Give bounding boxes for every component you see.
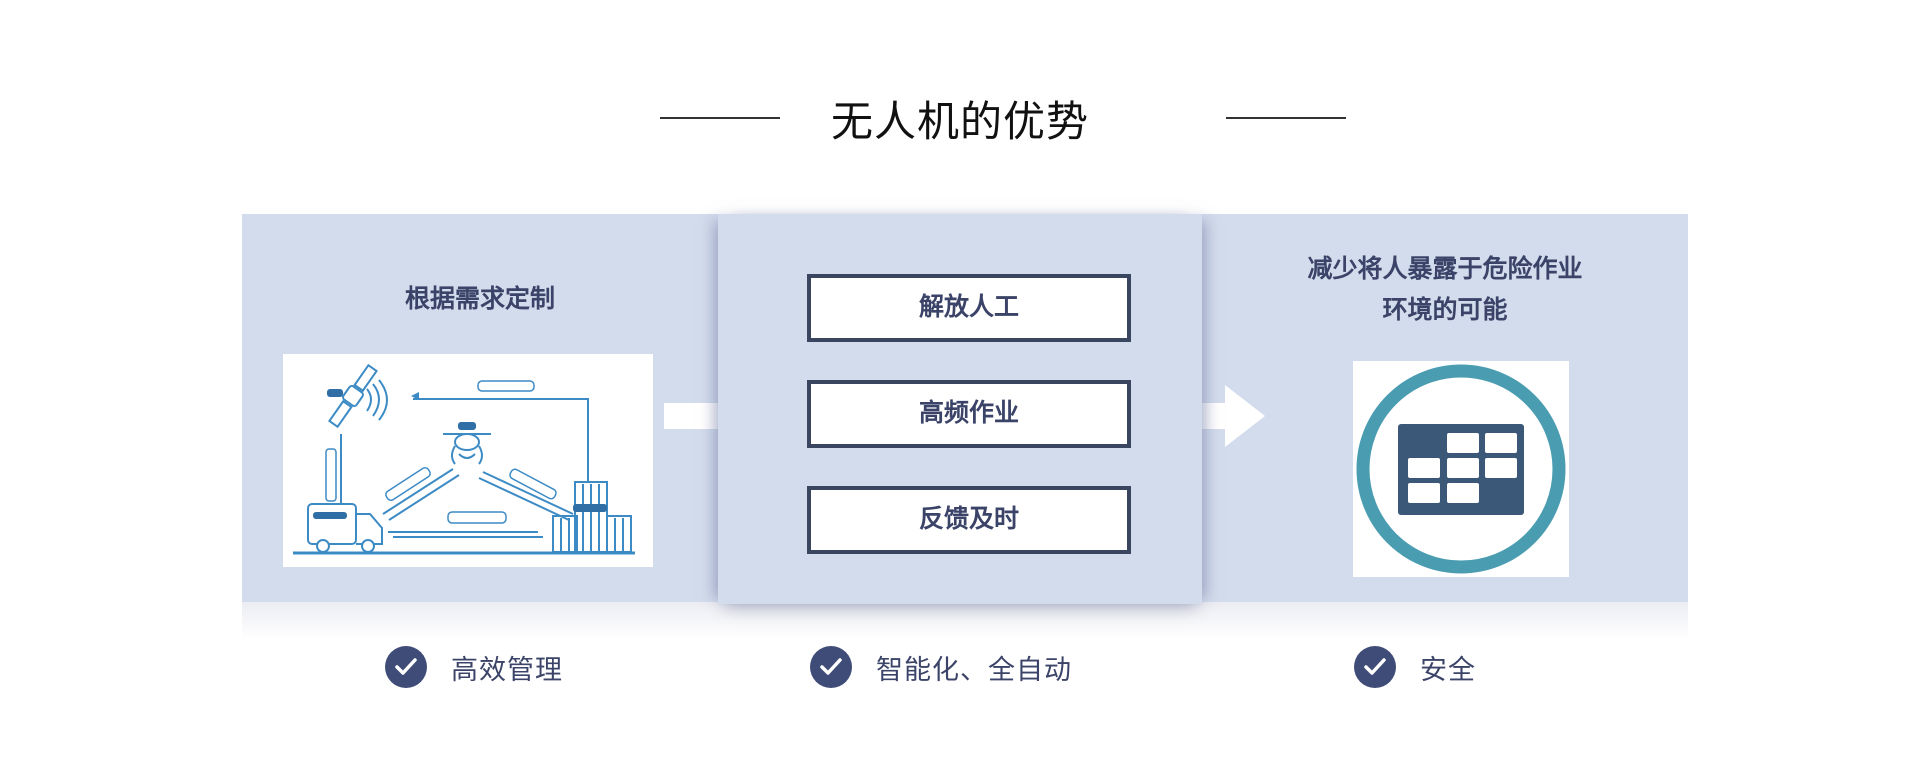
feature-item: 高效管理 (385, 644, 563, 690)
benefit-box: 解放人工 (807, 274, 1131, 342)
feature-item: 安全 (1354, 644, 1476, 690)
buildings-icon (552, 481, 632, 553)
left-column-title: 根据需求定制 (404, 284, 555, 313)
section-header: 无人机的优势 (0, 80, 1920, 150)
satellite-icon (328, 363, 378, 429)
page-title: 无人机的优势 (830, 97, 1089, 146)
check-circle-icon (385, 646, 427, 688)
title-divider-left (660, 117, 780, 119)
check-circle-icon (1354, 646, 1396, 688)
arrow-right-icon (1153, 385, 1265, 447)
band-shadow (242, 602, 1688, 640)
safety-grid-icon (1353, 361, 1569, 577)
feature-item: 智能化、全自动 (810, 644, 1072, 690)
right-title-line2: 环境的可能 (1382, 295, 1508, 324)
drone-icon (443, 422, 491, 465)
feature-label: 高效管理 (451, 654, 563, 686)
uav-network-diagram (283, 354, 653, 567)
right-title-line1: 减少将人暴露于危险作业 (1307, 254, 1583, 283)
check-circle-icon (810, 646, 852, 688)
van-icon (307, 503, 383, 553)
benefit-box: 高频作业 (807, 380, 1131, 448)
benefit-box: 反馈及时 (807, 486, 1131, 554)
title-divider-right (1226, 117, 1346, 119)
feature-label: 安全 (1420, 654, 1476, 686)
feature-label: 智能化、全自动 (876, 654, 1072, 686)
right-column-title: 减少将人暴露于危险作业 环境的可能 (1202, 248, 1688, 330)
